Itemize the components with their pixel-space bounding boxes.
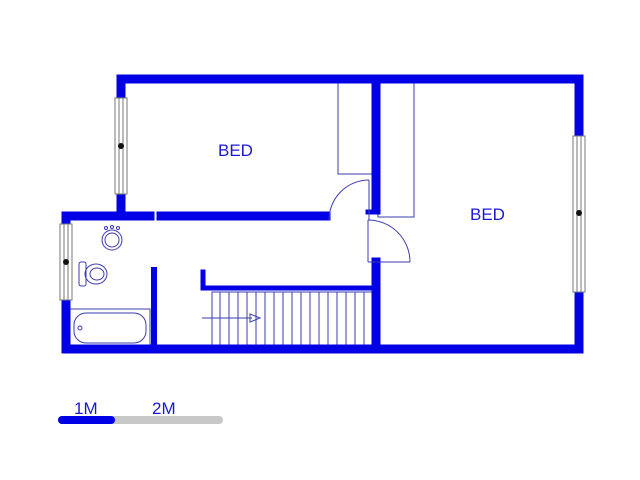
door-swing-icon — [328, 179, 370, 221]
stair-arrow-icon — [202, 313, 262, 323]
window-icon — [572, 135, 586, 293]
window-icon — [114, 97, 128, 195]
wash-basin-icon — [101, 225, 123, 251]
scale-label-2m: 2M — [152, 399, 176, 418]
scale-label-1m: 1M — [74, 399, 98, 418]
staircase-icon — [211, 291, 373, 349]
thin-walls — [151, 209, 379, 352]
toilet-icon — [78, 261, 108, 287]
room-label-bed-right: BED — [470, 205, 505, 224]
room-label-bed-left: BED — [218, 141, 253, 160]
door-swing-icon — [367, 219, 411, 263]
bathtub-icon — [69, 308, 151, 348]
window-icon — [59, 223, 73, 301]
scale-bar: 1M 2M — [58, 399, 223, 424]
